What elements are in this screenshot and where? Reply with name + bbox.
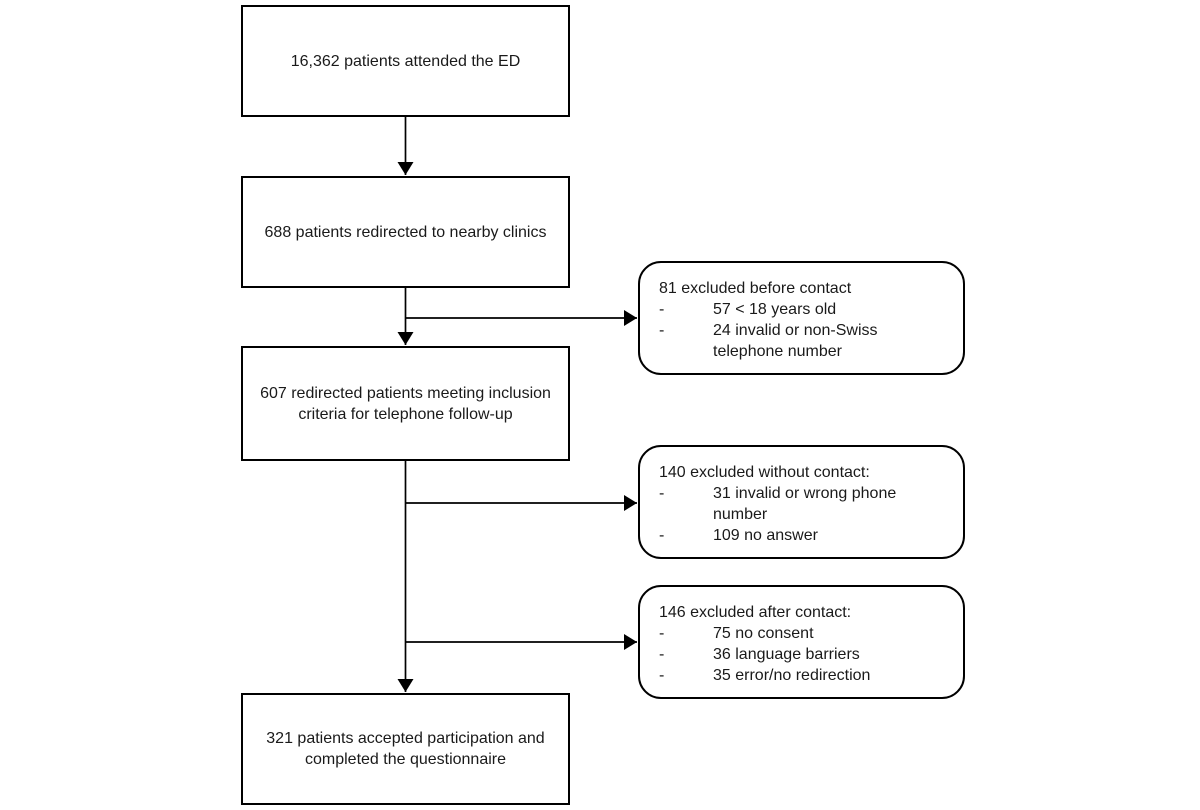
exclusion-item-text: 24 invalid or non-Swiss telephone number bbox=[713, 322, 878, 360]
exclusion-box-after-contact: 146 excluded after contact: - 75 no cons… bbox=[638, 585, 965, 699]
bullet-dash: - bbox=[659, 527, 665, 544]
bullet-dash: - bbox=[659, 301, 665, 318]
box-redirected-clinics: 688 patients redirected to nearby clinic… bbox=[241, 176, 570, 288]
bullet-dash: - bbox=[659, 646, 665, 663]
bullet-dash: - bbox=[659, 322, 665, 339]
box-redirected-clinics-text: 688 patients redirected to nearby clinic… bbox=[264, 223, 547, 241]
box-accepted-participation-text: 321 patients accepted participation and … bbox=[266, 730, 545, 768]
exclusion-item: - 75 no consent bbox=[659, 623, 947, 644]
exclusion-heading: 81 excluded before contact bbox=[659, 280, 852, 297]
exclusion-item-text: 31 invalid or wrong phone number bbox=[713, 485, 897, 523]
box-inclusion-criteria: 607 redirected patients meeting inclusio… bbox=[241, 346, 570, 461]
exclusion-item-text: 57 < 18 years old bbox=[713, 301, 837, 318]
bullet-dash: - bbox=[659, 485, 665, 502]
exclusion-heading: 146 excluded after contact: bbox=[659, 604, 852, 621]
bullet-dash: - bbox=[659, 667, 665, 684]
exclusion-item: - 31 invalid or wrong phone number bbox=[659, 483, 947, 525]
exclusion-item-text: 75 no consent bbox=[713, 625, 814, 642]
exclusion-item: - 36 language barriers bbox=[659, 644, 947, 665]
exclusion-item-text: 36 language barriers bbox=[713, 646, 860, 663]
box-attended-ed: 16,362 patients attended the ED bbox=[241, 5, 570, 117]
exclusion-box-before-contact: 81 excluded before contact - 57 < 18 yea… bbox=[638, 261, 965, 375]
box-accepted-participation: 321 patients accepted participation and … bbox=[241, 693, 570, 805]
exclusion-item: - 24 invalid or non-Swiss telephone numb… bbox=[659, 320, 947, 362]
exclusion-item: - 35 error/no redirection bbox=[659, 665, 947, 686]
exclusion-item: - 109 no answer bbox=[659, 525, 947, 546]
box-attended-ed-text: 16,362 patients attended the ED bbox=[290, 52, 521, 70]
exclusion-item-text: 109 no answer bbox=[713, 527, 818, 544]
exclusion-box-without-contact: 140 excluded without contact: - 31 inval… bbox=[638, 445, 965, 559]
bullet-dash: - bbox=[659, 625, 665, 642]
box-inclusion-criteria-text: 607 redirected patients meeting inclusio… bbox=[260, 384, 551, 423]
exclusion-item: - 57 < 18 years old bbox=[659, 299, 947, 320]
exclusion-item-text: 35 error/no redirection bbox=[713, 667, 871, 684]
exclusion-heading: 140 excluded without contact: bbox=[659, 464, 870, 481]
